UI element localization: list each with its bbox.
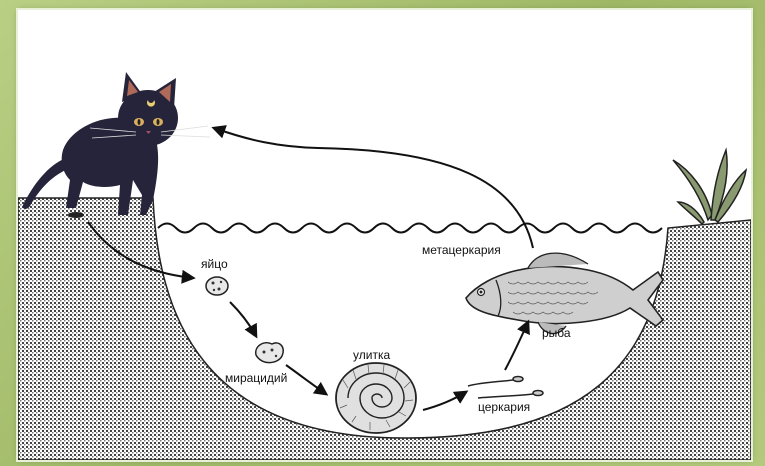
diagram-panel: яйцо мирацидий улитка церкария рыба мета… — [18, 10, 751, 460]
arrow-metacercaria-to-cat — [214, 128, 533, 248]
label-fish: рыба — [542, 326, 571, 340]
miracidium-icon — [256, 343, 284, 363]
label-miracidium: мирацидий — [225, 371, 287, 385]
arrow-miracidium-to-snail — [286, 365, 326, 394]
label-egg: яйцо — [201, 257, 228, 271]
droppings — [68, 212, 84, 218]
fish-icon — [466, 253, 663, 333]
egg-icon — [206, 277, 228, 295]
arrow-cercaria-to-fish — [505, 322, 528, 370]
cat-icon — [23, 72, 210, 215]
label-cercaria: церкария — [478, 400, 530, 414]
snail-shell-icon — [336, 363, 416, 433]
lifecycle-diagram — [18, 10, 751, 460]
cercaria-icon — [468, 377, 543, 399]
water-wave-icon — [158, 224, 662, 233]
plant-icon — [673, 150, 746, 224]
label-metacercaria: метацеркария — [422, 243, 501, 257]
arrow-egg-to-miracidium — [230, 302, 256, 336]
arrow-snail-to-cercaria — [423, 392, 466, 410]
label-snail: улитка — [353, 348, 390, 362]
